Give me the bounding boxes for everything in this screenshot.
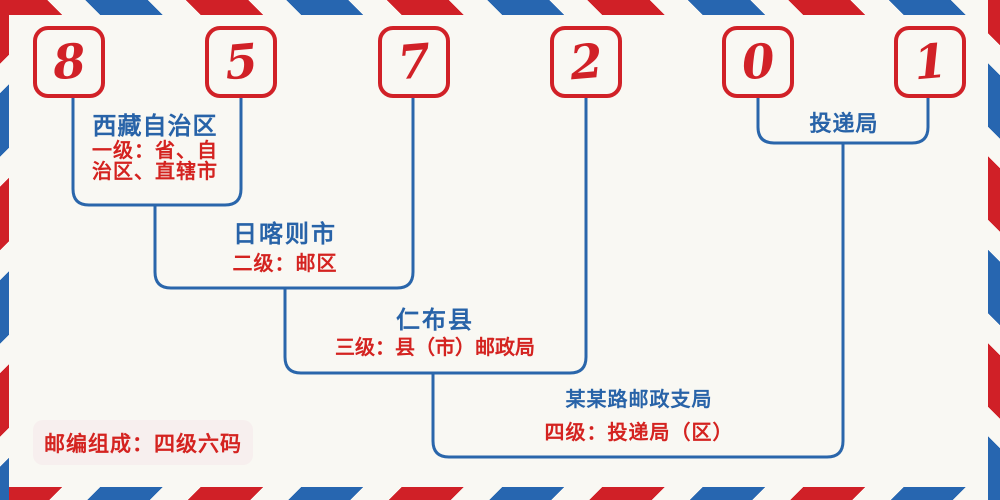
bracket-level1 <box>71 97 243 207</box>
digit-box-2: 5 <box>205 26 277 98</box>
bracket-level4 <box>431 143 845 459</box>
level2-title: 日喀则市 <box>233 220 337 248</box>
digit-box-1: 8 <box>33 26 105 98</box>
postal-digit-2: 5 <box>222 33 260 91</box>
bracket-level3 <box>283 97 588 375</box>
level4-block: 某某路邮政支局 四级：投递局（区） <box>499 387 779 443</box>
digit-box-5: 0 <box>722 26 794 98</box>
level3-block: 仁布县 三级：县（市）邮政局 <box>315 306 555 358</box>
level1-title: 西藏自治区 <box>92 112 218 140</box>
level3-title: 仁布县 <box>396 306 474 334</box>
level4-desc: 四级：投递局（区） <box>544 420 734 444</box>
postal-digit-5: 0 <box>739 33 777 91</box>
level1-block: 西藏自治区 一级：省、自 治区、直辖市 <box>55 112 255 182</box>
postal-digit-1: 8 <box>50 33 88 91</box>
postal-digit-4: 2 <box>567 33 605 91</box>
level2-desc: 二级：邮区 <box>232 251 338 275</box>
level3-desc: 三级：县（市）邮政局 <box>335 335 535 359</box>
postal-digit-6: 1 <box>911 33 949 91</box>
level1-desc-line2: 治区、直辖市 <box>92 159 218 183</box>
delivery-office-label: 投递局 <box>809 112 879 137</box>
postal-digit-3: 7 <box>395 33 433 91</box>
digit-box-4: 2 <box>550 26 622 98</box>
bracket-delivery <box>756 97 930 145</box>
level1-desc-line1: 一级：省、自 <box>92 138 218 162</box>
digit-box-3: 7 <box>378 26 450 98</box>
digit-box-6: 1 <box>894 26 966 98</box>
level2-block: 日喀则市 二级：邮区 <box>185 220 385 274</box>
level4-title: 某某路邮政支局 <box>565 387 713 411</box>
postal-code-composition-badge: 邮编组成：四级六码 <box>33 420 253 465</box>
badge-label: 邮编组成：四级六码 <box>44 431 242 456</box>
